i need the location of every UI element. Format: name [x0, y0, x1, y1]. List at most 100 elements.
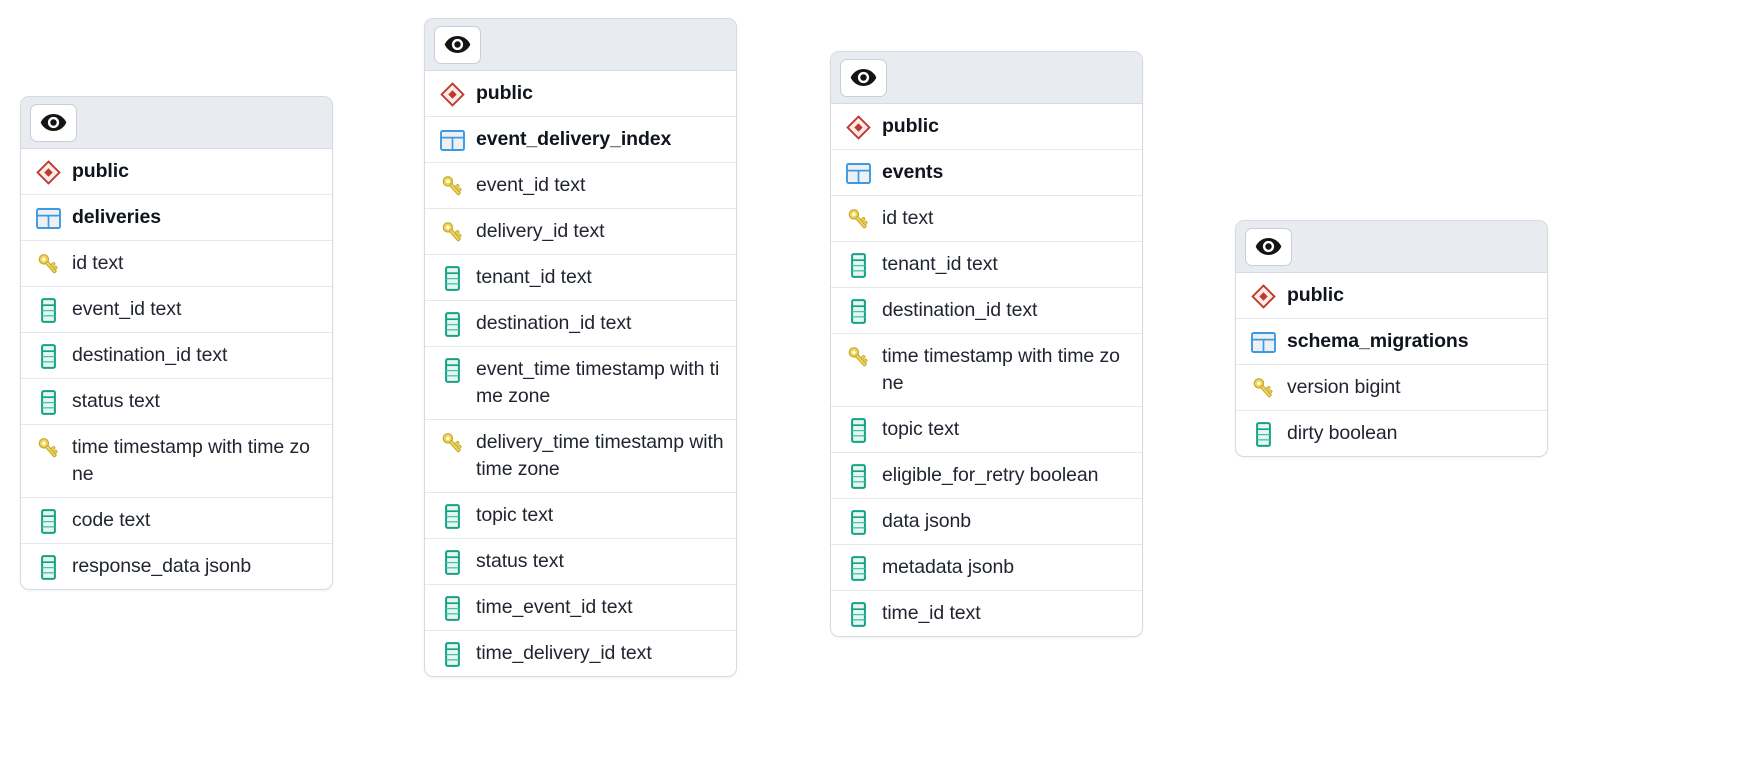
- eye-icon: [1255, 237, 1282, 256]
- column-label: response_data jsonb: [72, 555, 252, 577]
- column-row[interactable]: tenant_id text: [425, 255, 736, 301]
- key-icon: [845, 206, 871, 232]
- table-name-label: events: [882, 161, 944, 183]
- primary-key-column-row[interactable]: time timestamp with time zone: [21, 425, 332, 498]
- column-icon: [845, 298, 871, 324]
- column-row[interactable]: event_id text: [21, 287, 332, 333]
- column-row[interactable]: time_id text: [831, 591, 1142, 636]
- table-node[interactable]: public events id text tenant_id text destina…: [830, 51, 1143, 637]
- column-label: delivery_id text: [476, 220, 605, 242]
- column-row[interactable]: destination_id text: [21, 333, 332, 379]
- column-row[interactable]: topic text: [425, 493, 736, 539]
- column-label: topic text: [882, 418, 960, 440]
- schema-diamond-icon: [35, 159, 61, 185]
- key-icon: [845, 344, 871, 370]
- column-icon: [845, 417, 871, 443]
- table-grid-icon: [1250, 329, 1276, 355]
- column-row[interactable]: destination_id text: [831, 288, 1142, 334]
- column-label: code text: [72, 509, 151, 531]
- column-icon: [439, 595, 465, 621]
- column-icon: [845, 463, 871, 489]
- column-row[interactable]: destination_id text: [425, 301, 736, 347]
- schema-label: public: [72, 160, 129, 182]
- column-row[interactable]: event_time timestamp with time zone: [425, 347, 736, 420]
- column-label: status text: [476, 550, 564, 572]
- table-name-label: deliveries: [72, 206, 161, 228]
- schema-row[interactable]: public: [21, 149, 332, 195]
- column-row[interactable]: response_data jsonb: [21, 544, 332, 589]
- column-row[interactable]: code text: [21, 498, 332, 544]
- table-node-header: [21, 97, 332, 149]
- key-icon: [35, 435, 61, 461]
- table-node-header: [831, 52, 1142, 104]
- key-icon: [439, 173, 465, 199]
- column-label: time_id text: [882, 602, 981, 624]
- table-name-row[interactable]: deliveries: [21, 195, 332, 241]
- primary-key-column-row[interactable]: id text: [831, 196, 1142, 242]
- column-label: delivery_time timestamp with time zone: [476, 431, 724, 480]
- column-label: tenant_id text: [882, 253, 998, 275]
- column-icon: [439, 265, 465, 291]
- column-row[interactable]: eligible_for_retry boolean: [831, 453, 1142, 499]
- column-row[interactable]: tenant_id text: [831, 242, 1142, 288]
- schema-label: public: [476, 82, 533, 104]
- column-icon: [35, 389, 61, 415]
- table-node-header: [425, 19, 736, 71]
- column-row[interactable]: time_event_id text: [425, 585, 736, 631]
- schema-row[interactable]: public: [831, 104, 1142, 150]
- column-label: data jsonb: [882, 510, 971, 532]
- column-icon: [845, 252, 871, 278]
- column-label: time timestamp with time zone: [72, 436, 310, 485]
- key-icon: [1250, 375, 1276, 401]
- column-icon: [439, 641, 465, 667]
- column-label: event_time timestamp with time zone: [476, 358, 720, 407]
- column-label: time_event_id text: [476, 596, 633, 618]
- primary-key-column-row[interactable]: delivery_id text: [425, 209, 736, 255]
- primary-key-column-row[interactable]: delivery_time timestamp with time zone: [425, 420, 736, 493]
- column-icon: [845, 555, 871, 581]
- column-label: id text: [882, 207, 934, 229]
- key-icon: [35, 251, 61, 277]
- primary-key-column-row[interactable]: event_id text: [425, 163, 736, 209]
- column-row[interactable]: status text: [21, 379, 332, 425]
- column-icon: [845, 509, 871, 535]
- table-node-header: [1236, 221, 1547, 273]
- column-label: dirty boolean: [1287, 422, 1398, 444]
- schema-label: public: [882, 115, 939, 137]
- column-label: destination_id text: [882, 299, 1038, 321]
- primary-key-column-row[interactable]: version bigint: [1236, 365, 1547, 411]
- column-row[interactable]: topic text: [831, 407, 1142, 453]
- schema-row[interactable]: public: [1236, 273, 1547, 319]
- visibility-toggle-button[interactable]: [1245, 227, 1292, 266]
- column-icon: [439, 503, 465, 529]
- table-grid-icon: [35, 205, 61, 231]
- table-name-row[interactable]: event_delivery_index: [425, 117, 736, 163]
- schema-row[interactable]: public: [425, 71, 736, 117]
- primary-key-column-row[interactable]: id text: [21, 241, 332, 287]
- column-row[interactable]: status text: [425, 539, 736, 585]
- column-row[interactable]: time_delivery_id text: [425, 631, 736, 676]
- visibility-toggle-button[interactable]: [840, 58, 887, 97]
- column-row[interactable]: data jsonb: [831, 499, 1142, 545]
- visibility-toggle-button[interactable]: [30, 103, 77, 142]
- primary-key-column-row[interactable]: time timestamp with time zone: [831, 334, 1142, 407]
- column-icon: [439, 549, 465, 575]
- column-row[interactable]: metadata jsonb: [831, 545, 1142, 591]
- schema-diamond-icon: [439, 81, 465, 107]
- schema-diamond-icon: [845, 114, 871, 140]
- table-name-row[interactable]: schema_migrations: [1236, 319, 1547, 365]
- key-icon: [439, 219, 465, 245]
- table-grid-icon: [439, 127, 465, 153]
- key-icon: [439, 430, 465, 456]
- table-name-row[interactable]: events: [831, 150, 1142, 196]
- column-icon: [845, 601, 871, 627]
- visibility-toggle-button[interactable]: [434, 25, 481, 64]
- column-label: tenant_id text: [476, 266, 592, 288]
- column-icon: [35, 554, 61, 580]
- column-row[interactable]: dirty boolean: [1236, 411, 1547, 456]
- column-label: version bigint: [1287, 376, 1401, 398]
